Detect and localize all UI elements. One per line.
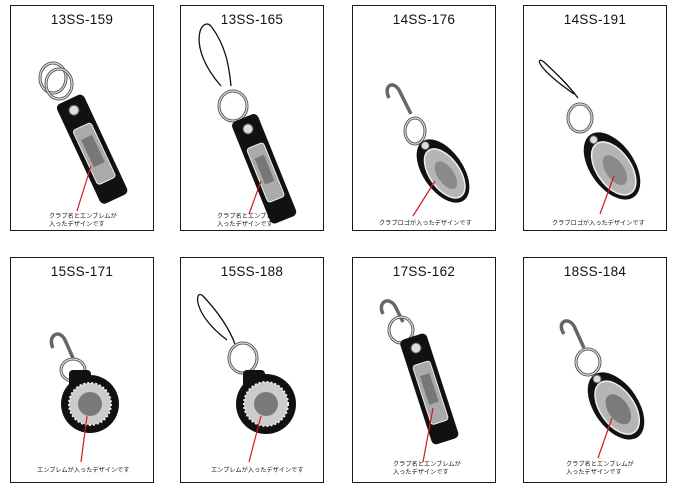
keychain-round-hook-image [49,332,119,463]
product-card-13ss-159: 13SS-159 クラブ名とエンブレムが 入ったデザインです [10,5,154,231]
product-card-13ss-165: 13SS-165 クラブ名とエンブレムが 入ったデザインです [180,5,324,231]
product-caption: クラブロゴが入ったデザインです [379,220,472,227]
pointer-line [76,165,92,212]
keychain-oval-cord-image [538,59,641,215]
product-caption: クラブ名とエンブレムが 入ったデザインです [49,213,117,228]
product-caption: エンブレムが入ったデザインです [37,467,130,474]
product-code: 14SS-176 [392,12,456,27]
product-caption: クラブ名とエンブレムが 入ったデザインです [566,461,634,476]
pointer-line [597,417,613,459]
keychain-strap-image [38,61,128,212]
pointer-line [248,415,262,463]
product-code: 15SS-188 [220,264,284,279]
pointer-line [412,180,436,217]
product-code: 13SS-165 [220,12,284,27]
product-caption: クラブ名とエンブレムが 入ったデザインです [217,213,285,228]
product-card-15ss-188: 15SS-188 エンブレムが入ったデザインです [180,257,324,483]
product-code: 14SS-191 [563,12,627,27]
keychain-oval-hook-image [385,83,470,217]
keychain-oval-hook-2-image [559,319,645,459]
product-card-15ss-171: 15SS-171 エンブレムが入ったデザインです [10,257,154,483]
keychain-round-cord-image [196,293,296,463]
keychain-strap-cord-image [198,23,297,224]
product-card-14ss-191: 14SS-191 クラブロゴが入ったデザインです [523,5,667,231]
keychain-strap-hook-image [379,299,459,463]
product-caption: クラブロゴが入ったデザインです [552,220,645,227]
pointer-line [80,415,88,463]
product-caption: エンブレムが入ったデザインです [211,467,304,474]
product-card-17ss-162: 17SS-162 クラブ名とエンブレムが 入ったデザインです [352,257,496,483]
product-code: 13SS-159 [50,12,114,27]
product-code: 17SS-162 [392,264,456,279]
pointer-line [599,175,615,215]
product-code: 15SS-171 [50,264,114,279]
pointer-line [248,180,262,215]
product-caption: クラブ名とエンブレムが 入ったデザインです [393,461,461,476]
pointer-line [422,407,434,463]
product-card-18ss-184: 18SS-184 クラブ名とエンブレムが 入ったデザインです [523,257,667,483]
product-card-14ss-176: 14SS-176 クラブロゴが入ったデザインです [352,5,496,231]
product-code: 18SS-184 [563,264,627,279]
